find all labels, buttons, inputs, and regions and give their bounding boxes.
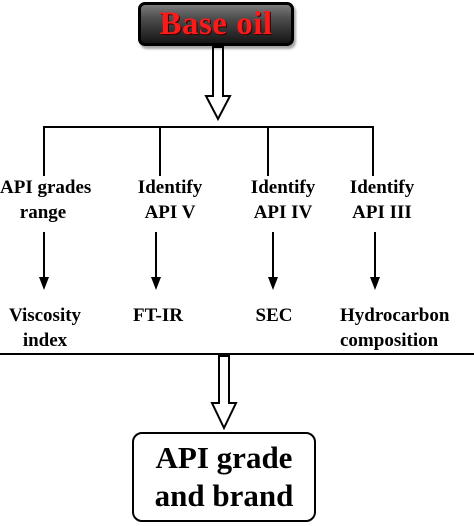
step-4-line-1: Identify <box>349 177 415 198</box>
step-identify-api-v: Identify API V <box>124 175 216 225</box>
step-2-line-2: API V <box>144 202 196 223</box>
step-identify-api-iv: Identify API IV <box>238 175 328 225</box>
method-ft-ir: FT-IR <box>122 303 194 328</box>
step-4-line-2: API III <box>352 202 412 223</box>
result-line-1: API grade <box>155 440 293 475</box>
arrowhead-1 <box>39 277 49 290</box>
method-viscosity-index: Viscosity index <box>0 303 90 353</box>
step-identify-api-iii: Identify API III <box>336 175 428 225</box>
arrowhead-2 <box>151 277 161 290</box>
arrowhead-3 <box>268 277 278 290</box>
method-2-line-1: FT-IR <box>133 305 183 326</box>
base-oil-node: Base oil <box>138 2 294 46</box>
method-sec: SEC <box>248 303 300 328</box>
method-1-line-2: index <box>22 330 68 351</box>
step-1-line-1: API grades <box>0 177 92 198</box>
method-3-line-1: SEC <box>255 305 293 326</box>
step-2-line-1: Identify <box>137 177 203 198</box>
result-line-2: and brand <box>154 478 294 513</box>
base-oil-title: Base oil <box>159 6 273 42</box>
method-4-line-1: Hydrocarbon <box>340 305 450 326</box>
arrowhead-4 <box>370 277 380 290</box>
method-4-line-2: composition <box>340 330 439 351</box>
method-1-line-1: Viscosity <box>8 305 82 326</box>
step-api-grades-range: API grades range <box>0 175 92 225</box>
step-1-line-2: range <box>19 202 67 223</box>
step-3-line-1: Identify <box>250 177 316 198</box>
hollow-arrow-top <box>204 46 232 122</box>
step-3-line-2: API IV <box>253 202 313 223</box>
method-hydrocarbon-composition: Hydrocarbon composition <box>340 303 474 353</box>
api-grade-brand-node: API grade and brand <box>132 432 316 522</box>
hollow-arrow-bottom <box>210 355 238 431</box>
